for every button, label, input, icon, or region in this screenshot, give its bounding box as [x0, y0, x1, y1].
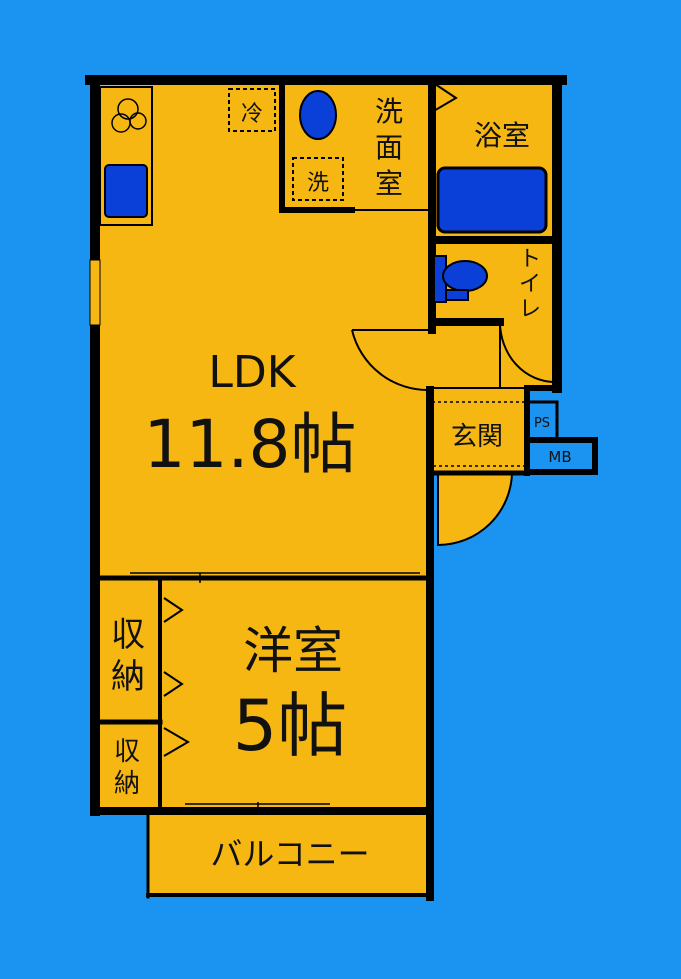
closet-top-label-2: 納: [111, 657, 145, 697]
closet-bottom-label-1: 収: [114, 737, 140, 767]
toilet-label-2: イ: [519, 272, 541, 297]
toilet-icon: [433, 255, 488, 303]
washer-space: [292, 157, 344, 201]
window: [89, 259, 101, 326]
sink-icon: [104, 164, 148, 218]
toilet-label-1: ト: [519, 247, 541, 272]
washroom-label-1: 洗: [375, 95, 403, 128]
western-room-size: 5帖: [233, 685, 348, 767]
entrance-label: 玄関: [451, 422, 503, 452]
stove-icon: [111, 98, 147, 133]
kitchen-counter: [99, 86, 153, 226]
ldk-name: LDK: [208, 347, 296, 398]
door-swings: [130, 81, 556, 812]
entrance-area: [431, 401, 526, 467]
fridge-space: [228, 88, 276, 132]
washroom-label-2: 面: [375, 131, 403, 164]
washroom-label-3: 室: [375, 167, 403, 200]
mb-label: MB: [548, 448, 571, 466]
bathtub-icon: [436, 166, 548, 234]
closet-bottom-label-2: 納: [114, 769, 140, 799]
washbasin-icon: [299, 90, 337, 140]
ps-label: PS: [534, 416, 550, 431]
fridge-label: 冷: [241, 102, 263, 127]
balcony-label: バルコニー: [210, 835, 369, 873]
closet-top-label-1: 収: [111, 615, 145, 655]
washer-label: 洗: [307, 171, 329, 196]
ldk-size: 11.8帖: [144, 406, 357, 483]
western-room-name: 洋室: [243, 622, 343, 680]
bath-label: 浴室: [474, 119, 530, 152]
toilet-label-3: レ: [519, 297, 541, 322]
